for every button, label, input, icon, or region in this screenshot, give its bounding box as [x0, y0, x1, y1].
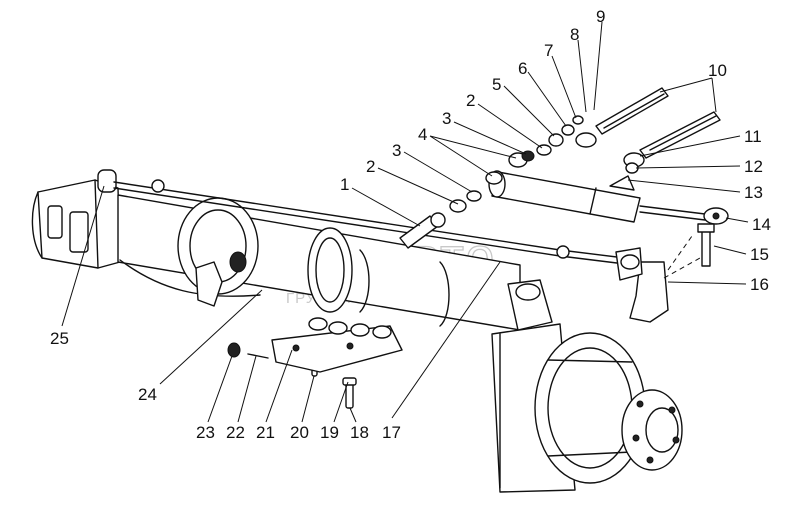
callout-4: 4 — [418, 125, 427, 144]
callout-labels: 1 2 3 4 3 2 5 6 7 8 9 10 11 12 13 14 15 … — [50, 7, 771, 442]
callout-11: 11 — [744, 127, 762, 146]
callout-7: 7 — [544, 41, 553, 60]
callout-10: 10 — [708, 61, 727, 80]
callout-2: 2 — [366, 157, 375, 176]
callout-22: 22 — [226, 423, 245, 442]
callout-2: 2 — [466, 91, 475, 110]
callout-17: 17 — [382, 423, 401, 442]
callout-19: 19 — [320, 423, 339, 442]
power-cylinder — [488, 170, 729, 225]
callout-23: 23 — [196, 423, 215, 442]
leader-lines — [61, 21, 749, 423]
callout-18: 18 — [350, 423, 369, 442]
hoses — [575, 87, 721, 168]
callout-9: 9 — [596, 7, 605, 26]
small-parts — [227, 115, 715, 409]
callout-12: 12 — [744, 157, 763, 176]
wheel-hub — [491, 279, 683, 493]
callout-20: 20 — [290, 423, 309, 442]
callout-8: 8 — [570, 25, 579, 44]
callout-24: 24 — [138, 385, 157, 404]
axle-housing — [31, 169, 626, 331]
callout-5: 5 — [492, 75, 501, 94]
callout-1: 1 — [340, 175, 349, 194]
callout-25: 25 — [50, 329, 69, 348]
callout-16: 16 — [750, 275, 769, 294]
callout-6: 6 — [518, 59, 527, 78]
callout-13: 13 — [744, 183, 763, 202]
callout-14: 14 — [752, 215, 771, 234]
callout-3: 3 — [392, 141, 401, 160]
callout-3: 3 — [442, 109, 451, 128]
callout-15: 15 — [750, 245, 769, 264]
callout-21: 21 — [256, 423, 275, 442]
